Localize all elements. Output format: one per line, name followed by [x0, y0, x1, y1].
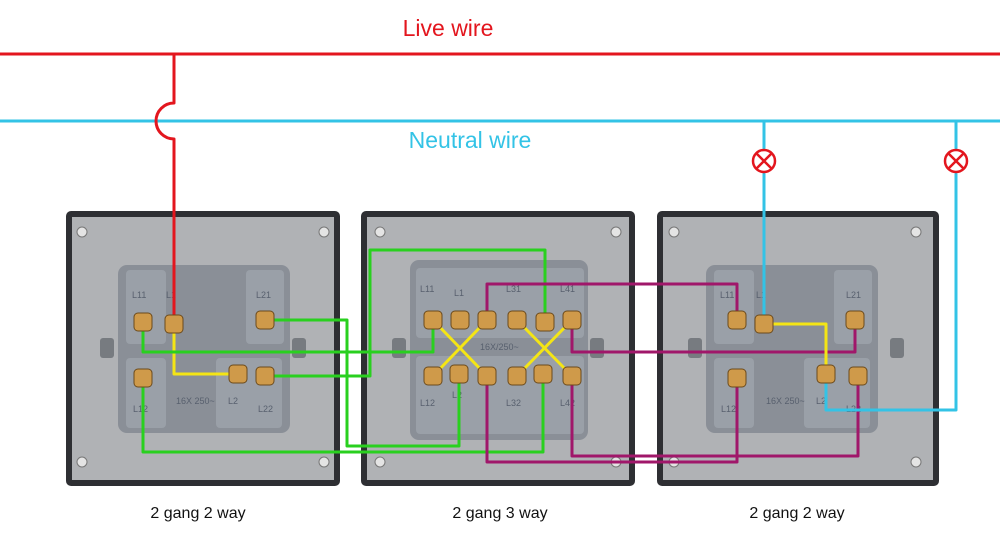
terminal-label: L11: [720, 290, 734, 300]
terminal-screw: [845, 310, 865, 330]
screw-hole: [610, 226, 622, 238]
screw-hole: [910, 226, 922, 238]
terminal-housing: [714, 270, 754, 344]
terminal-screw: [562, 366, 582, 386]
switch-caption: 2 gang 3 way: [452, 505, 547, 522]
switch-2gang-2way-left: L11 L1 L21 L12 L2 L22 16X 250~: [66, 211, 340, 486]
terminal-housing: [834, 270, 872, 344]
terminal-screw: [477, 366, 497, 386]
terminal-screw: [507, 366, 527, 386]
lamp-icon: [943, 148, 969, 174]
purple-wire: [570, 318, 857, 354]
terminal-label: L31: [506, 284, 521, 294]
terminal-screw: [507, 310, 527, 330]
yellow-wire: [762, 322, 828, 374]
purple-wire: [485, 282, 739, 322]
terminal-label: L11: [420, 284, 434, 294]
purple-wire: [485, 374, 739, 464]
switch-2gang-3way-middle: L11 L1 L31 L41 L12 L2 L32 L42 16X/250~: [361, 211, 635, 486]
terminal-screws: [133, 310, 868, 388]
lamp-icon: [751, 148, 777, 174]
screw-hole: [668, 226, 680, 238]
yellow-cross-wire: [515, 318, 574, 378]
terminal-label: L12: [133, 404, 148, 414]
terminal-screw: [562, 310, 582, 330]
terminal-screw: [533, 364, 553, 384]
switch-2gang-2way-right: L11 L1 L21 L12 L2 L22 16X 250~: [657, 211, 939, 486]
terminal-screw: [754, 314, 774, 334]
terminal-label: L41: [560, 284, 575, 294]
neutral-lamp-feed: [824, 172, 958, 412]
terminal-label: L2: [816, 396, 826, 406]
terminal-label: L22: [258, 404, 273, 414]
purple-wire: [570, 374, 860, 458]
switch-caption: 2 gang 2 way: [150, 505, 245, 522]
screw-hole: [374, 456, 386, 468]
terminal-screw: [477, 310, 497, 330]
terminal-label: L1: [166, 290, 176, 300]
terminal-screw: [228, 364, 248, 384]
terminal-label: L21: [846, 290, 861, 300]
mount-tab: [590, 338, 604, 358]
green-wire: [141, 318, 435, 354]
terminal-screw: [450, 310, 470, 330]
terminal-label: L12: [420, 398, 435, 408]
rating-label: 16X/250~: [480, 342, 519, 352]
screw-hole: [374, 226, 386, 238]
terminal-screw: [255, 310, 275, 330]
terminal-label: L11: [132, 290, 146, 300]
live-wire-drop: [154, 52, 176, 326]
screw-hole: [76, 456, 88, 468]
terminal-screw: [449, 364, 469, 384]
terminal-screw: [727, 310, 747, 330]
rating-label: 16X 250~: [766, 396, 805, 406]
screw-hole: [910, 456, 922, 468]
rating-label: 16X 250~: [176, 396, 215, 406]
terminal-screw: [816, 364, 836, 384]
screw-hole: [76, 226, 88, 238]
terminal-label: L2: [452, 390, 462, 400]
terminal-screw: [133, 312, 153, 332]
mount-tab: [688, 338, 702, 358]
terminal-screw: [535, 312, 555, 332]
green-wire: [263, 248, 547, 378]
terminal-screw: [133, 368, 153, 388]
green-wire: [263, 318, 461, 448]
green-wire: [141, 372, 545, 454]
terminal-screw: [255, 366, 275, 386]
mount-tab: [392, 338, 406, 358]
terminal-screw: [848, 366, 868, 386]
terminal-screw: [727, 368, 747, 388]
switch-caption: 2 gang 2 way: [749, 505, 844, 522]
terminal-label: L12: [721, 404, 736, 414]
yellow-wire: [172, 322, 242, 376]
mount-tab: [292, 338, 306, 358]
mount-tab: [890, 338, 904, 358]
screw-hole: [318, 456, 330, 468]
terminal-label: L1: [756, 290, 766, 300]
mount-tab: [100, 338, 114, 358]
terminal-screw: [423, 310, 443, 330]
screw-hole: [318, 226, 330, 238]
terminal-label: L32: [506, 398, 521, 408]
live-wire-label: Live wire: [403, 15, 494, 41]
terminal-label: L1: [454, 288, 464, 298]
terminal-label: L42: [560, 398, 575, 408]
neutral-wire-label: Neutral wire: [409, 127, 532, 153]
terminal-label: L2: [228, 396, 238, 406]
terminal-housing: [126, 270, 166, 344]
terminal-housing: [246, 270, 284, 344]
terminal-screw: [423, 366, 443, 386]
terminal-label: L21: [256, 290, 271, 300]
yellow-cross-wire: [431, 318, 489, 378]
terminal-screw: [164, 314, 184, 334]
